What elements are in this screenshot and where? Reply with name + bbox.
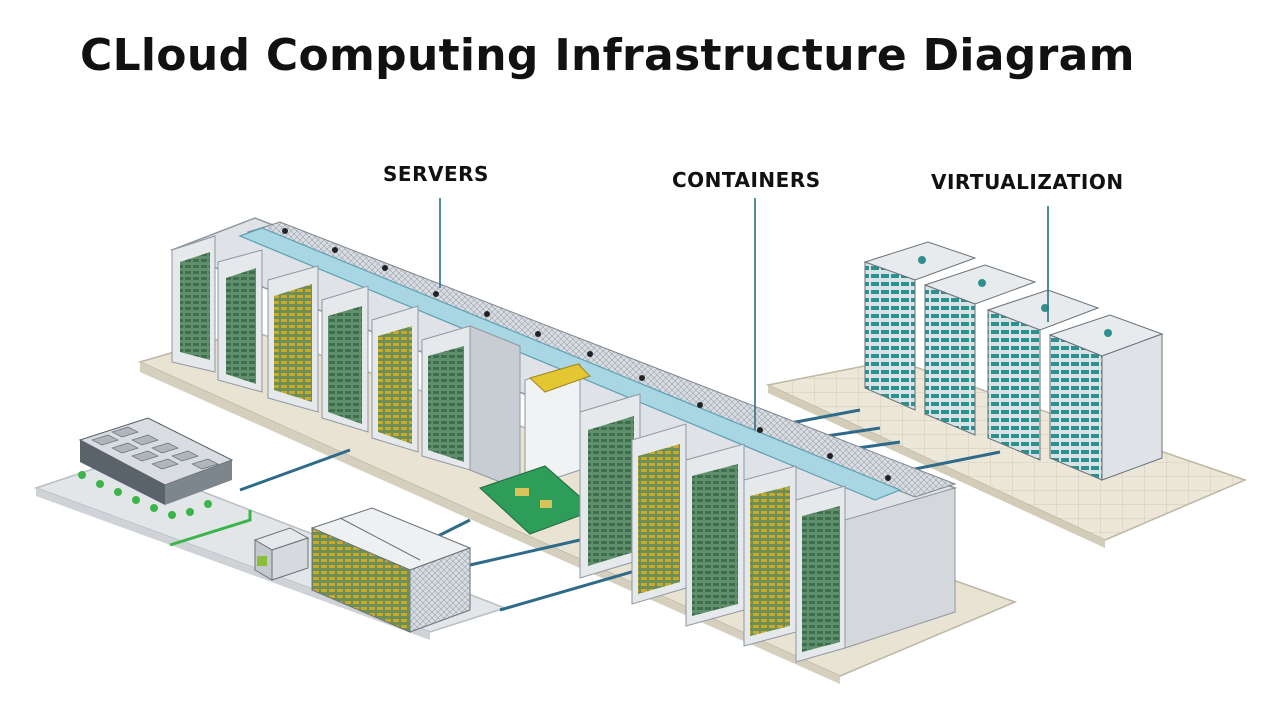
virtualization-cluster (863, 241, 1164, 481)
power-unit-icon (253, 527, 310, 581)
callout-servers: SERVERS (383, 162, 489, 186)
front-rack-row (579, 393, 956, 663)
callout-containers: CONTAINERS (672, 168, 821, 192)
virtualization-floor-platform (765, 359, 1248, 548)
callout-lines (439, 198, 1049, 430)
server-hall (169, 217, 958, 663)
diagram-title: CLloud Computing Infrastructure Diagram (80, 30, 1135, 81)
back-rack-row (171, 235, 521, 491)
server-rack-icon (310, 507, 472, 633)
callout-virtualization: VIRTUALIZATION (931, 170, 1124, 194)
green-power-cable (169, 510, 252, 547)
storage-array-icon (78, 417, 234, 519)
